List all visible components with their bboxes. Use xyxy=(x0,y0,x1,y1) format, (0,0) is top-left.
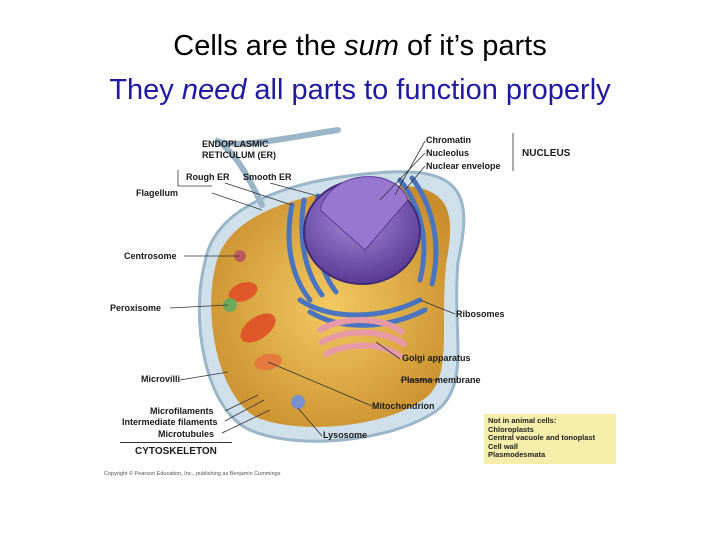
peroxisome-shape xyxy=(223,298,237,312)
rough-er-label: Rough ER xyxy=(186,172,230,182)
microtubules-label: Microtubules xyxy=(158,429,215,439)
flagellum-shape xyxy=(213,127,341,208)
list-item: Plasmodesmata xyxy=(488,450,546,459)
cytoskeleton-label: CYTOSKELETON xyxy=(135,446,217,457)
lysosome-shape xyxy=(291,395,305,409)
list-item: Chloroplasts xyxy=(488,424,534,434)
er-heading-label: ENDOPLASMIC RETICULUM (ER) xyxy=(202,139,276,160)
golgi-apparatus-shape xyxy=(317,317,407,359)
lysosome-label: Lysosome xyxy=(323,430,368,440)
golgi-apparatus-label: Golgi apparatus xyxy=(402,353,471,363)
smooth-er-label: Smooth ER xyxy=(243,172,292,182)
microvilli-label: Microvilli xyxy=(141,374,181,384)
nucleolus-shape xyxy=(319,176,409,251)
list-item: Cell wall xyxy=(488,441,519,451)
mitochondrion-shape xyxy=(228,282,258,302)
centrosome-label: Centrosome xyxy=(124,251,177,261)
mitochondrion-shape xyxy=(240,313,276,343)
ribosomes-label: Ribosomes xyxy=(456,309,505,319)
copyright-text: Copyright © Pearson Education, Inc., pub… xyxy=(104,471,281,477)
intermediate-filaments-label: Intermediate filaments xyxy=(122,417,218,427)
nucleolus-label: Nucleolus xyxy=(426,148,470,158)
mitochondrion-label: Mitochondrion xyxy=(372,401,435,411)
leader-lines xyxy=(169,133,514,437)
microfilaments-label: Microfilaments xyxy=(150,406,214,416)
nucleus-label: NUCLEUS xyxy=(522,148,571,159)
not-in-animal-cells-heading: Not in animal cells: xyxy=(488,416,557,425)
peroxisome-label: Peroxisome xyxy=(110,303,162,313)
flagellum-label: Flagellum xyxy=(136,188,179,198)
list-item: Central vacuole and tonoplast xyxy=(488,433,596,442)
nuclear-envelope-label: Nuclear envelope xyxy=(426,161,501,171)
plasma-membrane-label: Plasma membrane xyxy=(401,375,481,385)
title-line-2: They need all parts to function properly xyxy=(109,74,611,106)
chromatin-label: Chromatin xyxy=(426,135,471,145)
not-in-animal-cells-box: Not in animal cells: Chloroplasts Centra… xyxy=(484,414,616,464)
title-line-1: Cells are the sum of it’s parts xyxy=(173,30,547,62)
cytoskeleton-bracket xyxy=(120,442,232,443)
